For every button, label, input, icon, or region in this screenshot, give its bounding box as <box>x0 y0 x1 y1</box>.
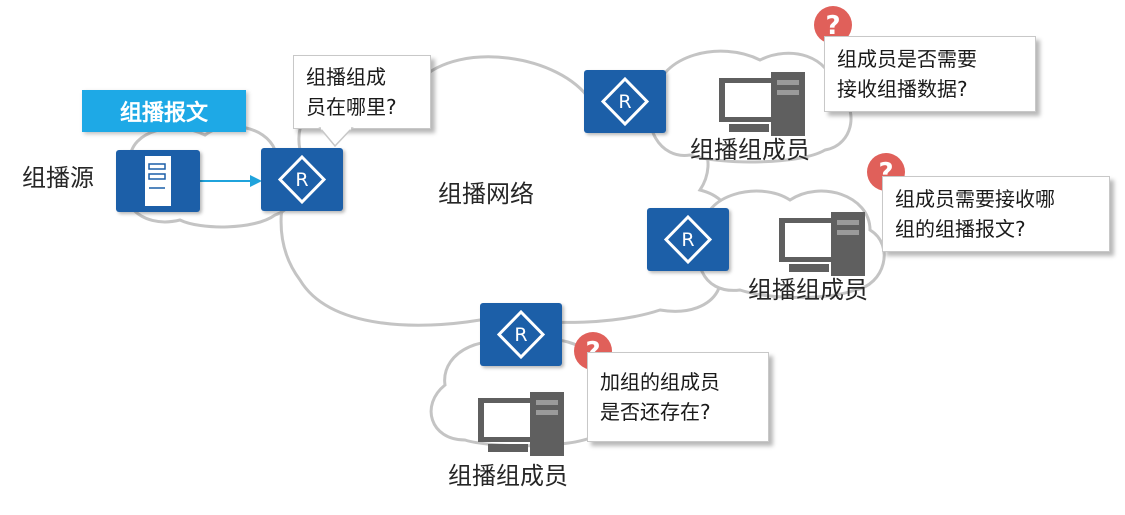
member-label-2: 组播组成员 <box>748 276 868 304</box>
callout-still-exist-line2: 是否还存在? <box>600 400 711 424</box>
source-label: 组播源 <box>22 164 94 192</box>
callout-need-receive-line1: 组成员是否需要 <box>837 47 977 71</box>
computer-icon <box>719 72 805 136</box>
router-glyph: R <box>514 324 527 346</box>
callout-which-group-line2: 组的组播报文? <box>895 217 1026 241</box>
router-glyph: R <box>618 91 631 113</box>
router-icon: R <box>647 208 729 271</box>
multicast-packet-tag: 组播报文 <box>82 90 246 132</box>
callout-where-line1: 组播组成 <box>306 65 386 89</box>
member-label-1: 组播组成员 <box>690 136 810 164</box>
callout-need-receive-line2: 接收组播数据? <box>837 77 968 101</box>
callout-still-exist-line1: 加组的组成员 <box>600 370 720 394</box>
computer-icon <box>779 212 865 276</box>
question-icon: ? <box>814 6 852 44</box>
server-icon <box>116 150 200 212</box>
router-icon: R <box>480 303 562 366</box>
network-label: 组播网络 <box>438 180 534 208</box>
arrow-icon <box>200 175 262 187</box>
callout-which-group-line1: 组成员需要接收哪 <box>895 187 1055 211</box>
router-icon: R <box>584 70 666 133</box>
svg-text:?: ? <box>825 11 840 41</box>
callout-which-group: 组成员需要接收哪 组的组播报文? <box>882 176 1110 252</box>
router-glyph: R <box>681 229 694 251</box>
callout-where-members: 组播组成 员在哪里? <box>293 55 431 129</box>
computer-icon <box>478 392 564 456</box>
callout-still-exist: 加组的组成员 是否还存在? <box>587 352 769 442</box>
callout-where-line2: 员在哪里? <box>306 95 397 119</box>
member-label-3: 组播组成员 <box>448 462 568 490</box>
router-glyph: R <box>295 169 308 191</box>
router-icon: R <box>261 148 343 211</box>
callout-need-receive: 组成员是否需要 接收组播数据? <box>824 36 1036 112</box>
